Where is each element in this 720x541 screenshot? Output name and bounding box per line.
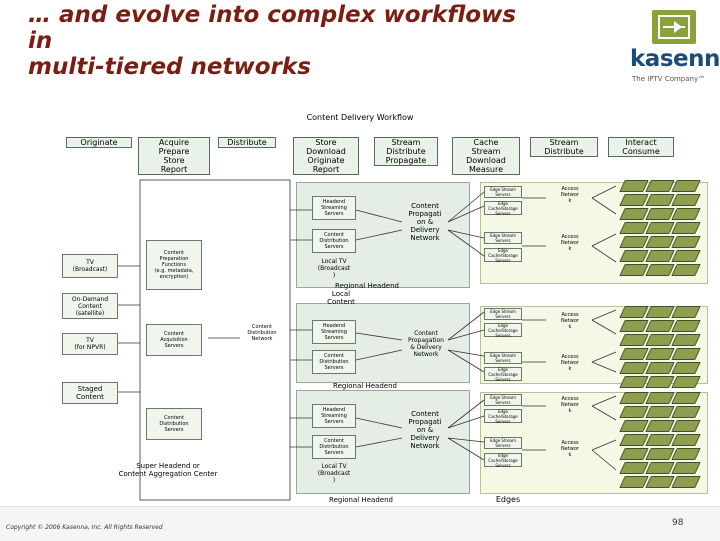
headend1-distribution-servers: Content Distribution Servers: [312, 229, 356, 253]
edge-cache-label: Edge Cache/Storage Servers: [488, 247, 518, 263]
title-line-1: … and evolve into complex workflows: [28, 2, 517, 28]
headend1-local-tv: Local TV (Broadcast ): [317, 258, 351, 279]
headend1-propagation-network: Content Propagati on & Delivery Network: [408, 202, 442, 242]
title-line-3: multi-tiered networks: [28, 54, 311, 80]
title-line-2: in: [28, 28, 53, 54]
edge-stream-label: Edge Stream Servers: [490, 395, 516, 405]
stage-originate-label: Originate: [80, 138, 118, 147]
headend1-distribution-label: Content Distribution Servers: [319, 232, 349, 250]
stage-store: Store Download Originate Report: [293, 137, 359, 175]
access-network: Access Networ k: [561, 354, 579, 372]
headend3-streaming-label: Headend Streaming Servers: [321, 407, 347, 425]
edge-cache-label: Edge Cache/Storage Servers: [488, 366, 518, 382]
stage-acquire-label: Acquire Prepare Store Report: [158, 138, 190, 174]
edge-cache-label: Edge Cache/Storage Servers: [488, 452, 518, 468]
access-network: Access Networ k: [561, 396, 579, 414]
content-preparation-label: Content Preparation Functions (e.g. meta…: [154, 250, 194, 280]
stage-store-label: Store Download Originate Report: [306, 138, 346, 174]
headend3-label: Regional Headend: [329, 496, 393, 504]
copyright: Copyright © 2006 Kasenna, Inc. All Right…: [6, 524, 163, 531]
edge-stream-server: Edge Stream Servers: [484, 352, 522, 364]
headend1-streaming-label: Headend Streaming Servers: [321, 199, 347, 217]
edge-stream-label: Edge Stream Servers: [490, 187, 516, 197]
headend3-distribution-servers: Content Distribution Servers: [312, 435, 356, 459]
stage-cache: Cache Stream Download Measure: [452, 137, 520, 175]
edge-cache-server: Edge Cache/Storage Servers: [484, 322, 522, 338]
headend3-streaming-servers: Headend Streaming Servers: [312, 404, 356, 428]
headend2-local-content: Local Content: [327, 290, 355, 306]
source-tv-npvr-label: TV (for NPVR): [74, 337, 106, 351]
edge-cache-label: Edge Cache/Storage Servers: [488, 200, 518, 216]
source-on-demand-label: On-Demand Content (satellite): [71, 295, 109, 317]
headend3-propagation-network: Content Propagati on & Delivery Network: [408, 410, 442, 450]
headend2-distribution-label: Content Distribution Servers: [319, 353, 349, 371]
headend1-streaming-servers: Headend Streaming Servers: [312, 196, 356, 220]
content-distribution-servers-label: Content Distribution Servers: [159, 415, 189, 433]
stage-stream-label: Stream Distribute Propagate: [385, 138, 427, 165]
edge-stream-label: Edge Stream Servers: [490, 233, 516, 243]
footer-bar: [0, 506, 720, 541]
headend3-local-tv: Local TV (Broadcast ): [317, 463, 351, 484]
edge-stream-server: Edge Stream Servers: [484, 186, 522, 198]
edge-stream-server: Edge Stream Servers: [484, 394, 522, 406]
workflow-title: Content Delivery Workflow: [306, 113, 414, 122]
stage-acquire: Acquire Prepare Store Report: [138, 137, 210, 175]
stage-cache-label: Cache Stream Download Measure: [466, 138, 506, 174]
edge-cache-server: Edge Cache/Storage Servers: [484, 247, 522, 263]
source-tv-broadcast-label: TV (Broadcast): [72, 259, 108, 273]
access-network: Access Networ k: [561, 234, 579, 252]
source-tv-npvr: TV (for NPVR): [62, 333, 118, 355]
stage-stream-distribute: Stream Distribute: [530, 137, 598, 157]
content-distribution-network: Content Distribution Network: [236, 324, 288, 342]
stage-originate: Originate: [66, 137, 132, 148]
page-number: 98: [672, 518, 684, 528]
content-distribution-servers-box: Content Distribution Servers: [146, 408, 202, 440]
logo-wordmark: kasenna: [630, 46, 720, 72]
super-headend-label: Super Headend or Content Aggregation Cen…: [118, 462, 218, 478]
stage-distribute-label: Distribute: [227, 138, 267, 147]
stage-stream: Stream Distribute Propagate: [374, 137, 438, 166]
edge-cache-server: Edge Cache/Storage Servers: [484, 452, 522, 468]
edge-cache-server: Edge Cache/Storage Servers: [484, 408, 522, 424]
edge-stream-label: Edge Stream Servers: [490, 438, 516, 448]
edge-stream-server: Edge Stream Servers: [484, 232, 522, 244]
content-distribution-network-label: Content Distribution Network: [247, 324, 277, 342]
access-network: Access Networ k: [561, 312, 579, 330]
headend3-distribution-label: Content Distribution Servers: [319, 438, 349, 456]
edge-stream-label: Edge Stream Servers: [490, 309, 516, 319]
headend2-streaming-servers: Headend Streaming Servers: [312, 320, 356, 344]
source-tv-broadcast: TV (Broadcast): [62, 254, 118, 278]
source-on-demand: On-Demand Content (satellite): [62, 293, 118, 319]
edge-cache-server: Edge Cache/Storage Servers: [484, 366, 522, 382]
edge-stream-server: Edge Stream Servers: [484, 437, 522, 449]
edge-stream-server: Edge Stream Servers: [484, 308, 522, 320]
headend2-propagation-network: Content Propagation & Delivery Network: [408, 330, 444, 358]
access-network: Access Networ k: [561, 186, 579, 204]
edge-cache-label: Edge Cache/Storage Servers: [488, 408, 518, 424]
source-staged: Staged Content: [62, 382, 118, 404]
content-acquisition-box: Content Acquisition Servers: [146, 324, 202, 356]
logo-tagline: The IPTV Company™: [632, 75, 706, 83]
stage-stream-distribute-label: Stream Distribute: [544, 138, 584, 156]
hd-signal-icon: [652, 10, 696, 44]
stage-interact: Interact Consume: [608, 137, 674, 157]
content-acquisition-label: Content Acquisition Servers: [160, 331, 188, 349]
access-network: Access Networ k: [561, 440, 579, 458]
headend1-label: Regional Headend: [335, 282, 399, 290]
edge-cache-label: Edge Cache/Storage Servers: [488, 322, 518, 338]
slide-title: … and evolve into complex workflows in m…: [28, 2, 608, 80]
stage-interact-label: Interact Consume: [622, 138, 660, 156]
headend2-label: Regional Headend: [333, 382, 397, 390]
edges-label: Edges: [495, 495, 521, 504]
content-preparation-box: Content Preparation Functions (e.g. meta…: [146, 240, 202, 290]
source-staged-label: Staged Content: [76, 385, 104, 401]
headend2-distribution-servers: Content Distribution Servers: [312, 350, 356, 374]
edge-cache-server: Edge Cache/Storage Servers: [484, 200, 522, 216]
headend2-streaming-label: Headend Streaming Servers: [321, 323, 347, 341]
stage-distribute: Distribute: [218, 137, 276, 148]
edge-stream-label: Edge Stream Servers: [490, 353, 516, 363]
